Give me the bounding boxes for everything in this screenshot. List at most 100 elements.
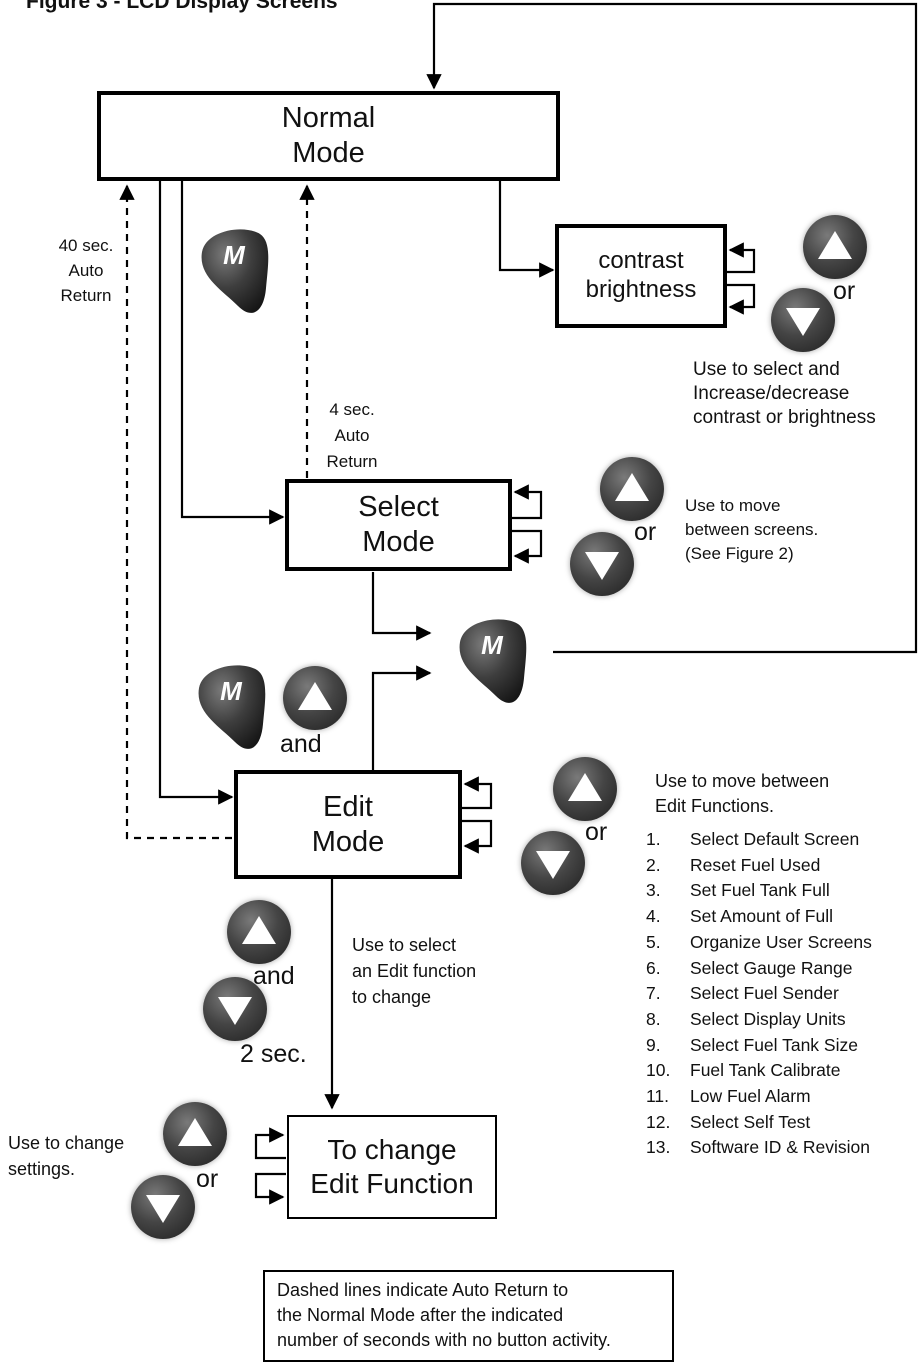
select-edit-help-text: Use to select an Edit function to change [352, 932, 476, 1010]
up-arrow-button-icon [163, 1102, 227, 1166]
auto-return-4-label: 4 sec. Auto Return [312, 397, 392, 475]
list-item: 10. Fuel Tank Calibrate [646, 1058, 872, 1084]
change-loop-down [254, 1172, 286, 1205]
list-item-label: Software ID & Revision [690, 1137, 870, 1158]
list-item-label: Low Fuel Alarm [690, 1086, 811, 1107]
edit-functions-list: 1.Select Default Screen 2.Reset Fuel Use… [646, 827, 872, 1161]
list-item: 4.Set Amount of Full [646, 904, 872, 930]
list-item-label: Select Self Test [690, 1111, 811, 1132]
or-label: or [833, 277, 856, 305]
list-item: 9.Select Fuel Tank Size [646, 1033, 872, 1059]
down-arrow-button-icon [521, 831, 585, 895]
contrast-help-line2: Increase/decrease [693, 383, 850, 404]
contrast-loop-down [727, 283, 756, 315]
change-settings-help-line2: settings. [8, 1159, 76, 1179]
contrast-line1: contrast [598, 247, 684, 275]
change-edit-function-box: To change Edit Function [287, 1115, 497, 1219]
auto-return-4-line3: Return [326, 452, 378, 471]
note-line3: number of seconds with no button activit… [277, 1330, 611, 1350]
edit-auto-return-dashed [119, 184, 232, 840]
figure-title: Figure 3 - LCD Display Screens [26, 0, 338, 13]
list-item-label: Select Display Units [690, 1008, 846, 1029]
list-item: 2.Reset Fuel Used [646, 853, 872, 879]
change-settings-help-line1: Use to change [8, 1133, 125, 1153]
list-item-number: 3. [646, 880, 661, 901]
m-key-letter: M [220, 676, 243, 706]
list-item-label: Organize User Screens [690, 931, 872, 952]
loop-to-normal-connector [426, 2, 918, 654]
contrast-line2: brightness [585, 276, 697, 303]
m-key-letter: M [223, 240, 246, 270]
contrast-box: contrast brightness [555, 224, 727, 328]
select-edit-help-line1: Use to select [352, 935, 457, 955]
and-label: and [253, 962, 295, 990]
up-arrow-button-icon [227, 900, 291, 964]
up-arrow-button-icon [600, 457, 664, 521]
select-edit-help-line3: to change [352, 987, 432, 1007]
list-item-label: Set Amount of Full [690, 906, 833, 927]
select-mode-box: Select Mode [285, 479, 512, 571]
edit-mode-line1: Edit [323, 790, 373, 823]
select-edit-help-line2: an Edit function [352, 961, 477, 981]
list-item-number: 10. [646, 1060, 671, 1081]
normal-mode-line2: Mode [292, 137, 365, 169]
normal-to-select-connector [180, 180, 285, 525]
list-item-label: Select Fuel Sender [690, 983, 839, 1004]
list-item-label: Select Gauge Range [690, 957, 853, 978]
list-item: 11. Low Fuel Alarm [646, 1084, 872, 1110]
list-item-number: 13. [646, 1137, 671, 1158]
list-item: 6.Select Gauge Range [646, 956, 872, 982]
change-settings-help-text: Use to change settings. [8, 1130, 124, 1182]
edit-to-mkey-connector [371, 665, 432, 770]
select-help-line1: Use to move [685, 496, 781, 515]
auto-return-40-label: 40 sec. Auto Return [44, 233, 128, 308]
list-item-number: 5. [646, 931, 661, 952]
list-item-number: 2. [646, 854, 661, 875]
note-line1: Dashed lines indicate Auto Return to [277, 1280, 569, 1300]
down-arrow-button-icon [131, 1175, 195, 1239]
up-arrow-button-icon [553, 757, 617, 821]
down-arrow-button-icon [203, 977, 267, 1041]
list-item: 8.Select Display Units [646, 1007, 872, 1033]
and-label: and [280, 730, 322, 758]
list-item: 5. Organize User Screens [646, 930, 872, 956]
m-key-icon: M [452, 612, 534, 708]
up-arrow-button-icon [803, 215, 867, 279]
edit-help-line2: Edit Functions. [655, 796, 775, 816]
edit-loop-up [462, 776, 493, 810]
select-help-text: Use to move between screens. (See Figure… [685, 494, 818, 566]
list-item: 12. Select Self Test [646, 1110, 872, 1136]
list-item-label: Select Default Screen [690, 829, 860, 849]
list-item: 13. Software ID & Revision [646, 1135, 872, 1161]
list-item-number: 12. [646, 1111, 671, 1132]
edit-help-line1: Use to move between [655, 771, 830, 791]
auto-return-40-line1: 40 sec. [58, 236, 114, 255]
normal-to-contrast-connector [498, 180, 555, 278]
auto-return-4-line2: Auto [334, 426, 370, 445]
select-help-line3: (See Figure 2) [685, 544, 794, 563]
change-edit-line2: Edit Function [310, 1168, 474, 1199]
or-label: or [585, 818, 608, 846]
normal-mode-line1: Normal [281, 102, 376, 135]
contrast-help-text: Use to select and Increase/decrease cont… [693, 358, 876, 430]
list-item-number: 11. [646, 1086, 670, 1107]
list-item: 1.Select Default Screen [646, 827, 872, 853]
edit-mode-box: Edit Mode [234, 770, 462, 879]
edit-help-text: Use to move between Edit Functions. [655, 769, 829, 819]
list-item-label: Fuel Tank Calibrate [690, 1060, 841, 1081]
note-box: Dashed lines indicate Auto Return to the… [263, 1270, 674, 1362]
list-item: 3. Set Fuel Tank Full [646, 878, 872, 904]
list-item-number: 7. [646, 983, 661, 1004]
auto-return-4-line1: 4 sec. [329, 400, 375, 419]
m-key-icon: M [191, 658, 273, 754]
change-edit-line1: To change [327, 1134, 457, 1166]
list-item-label: Set Fuel Tank Full [690, 880, 830, 901]
normal-to-edit-connector [158, 180, 234, 805]
select-mode-line2: Mode [362, 526, 435, 558]
auto-return-40-line2: Auto [68, 261, 104, 280]
select-loop-up [512, 484, 543, 520]
or-label: or [634, 518, 657, 546]
change-loop-up [254, 1127, 286, 1160]
list-item: 7. Select Fuel Sender [646, 981, 872, 1007]
